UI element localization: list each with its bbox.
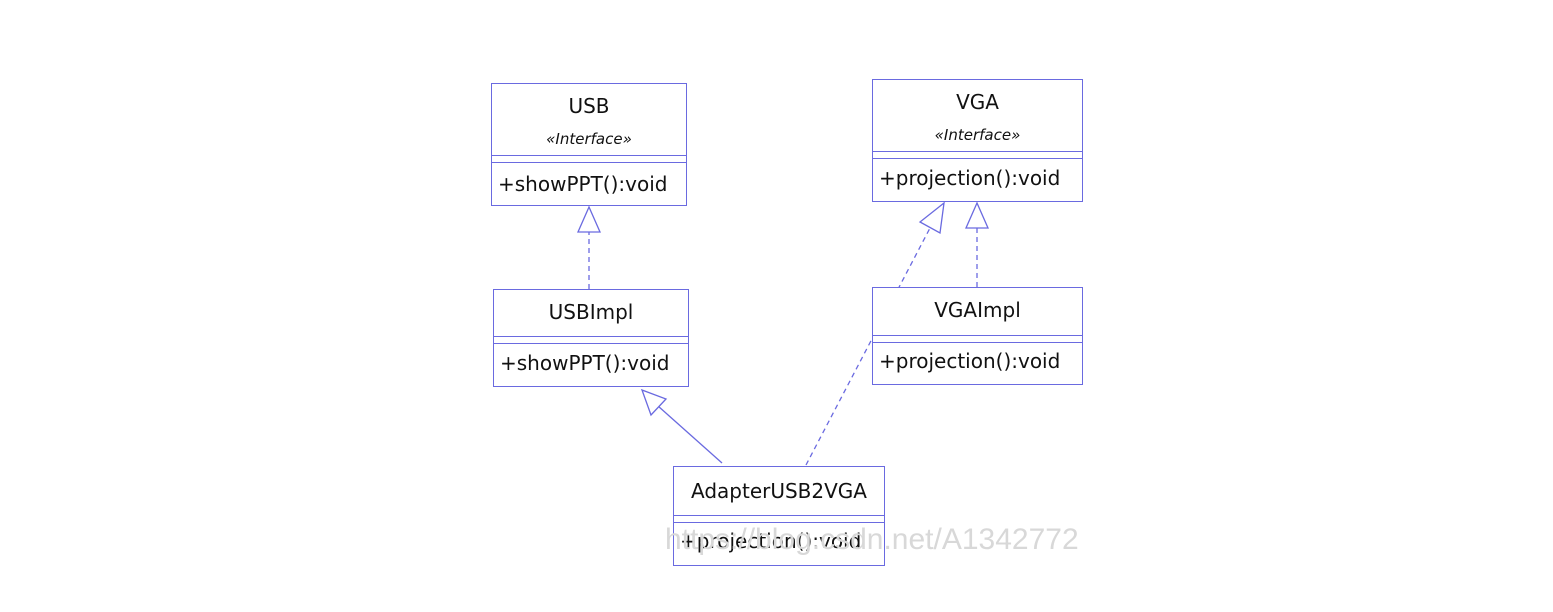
class-usbimpl-operation: +showPPT():void	[500, 351, 670, 375]
class-usb: USB «Interface» +showPPT():void	[491, 83, 687, 206]
class-vga-stereotype: «Interface»	[934, 126, 1021, 144]
class-usbimpl-name: USBImpl	[548, 300, 634, 324]
class-vgaimpl-operation: +projection():void	[879, 349, 1061, 373]
adapter-to-vga-arrowhead	[918, 201, 945, 235]
class-adapter-name: AdapterUSB2VGA	[691, 479, 867, 503]
usbimpl-to-usb-arrowhead	[577, 205, 601, 233]
adapter-to-usbimpl-arrowhead	[640, 388, 668, 417]
class-usb-operation: +showPPT():void	[498, 172, 668, 196]
vgaimpl-to-vga-arrowhead	[965, 201, 989, 229]
class-adapter-operation: +projection():void	[680, 529, 862, 553]
watermark-text: https://blog.csdn.net/A1342772	[665, 523, 1079, 556]
class-usbimpl: USBImpl +showPPT():void	[493, 289, 689, 387]
class-usb-divider-2	[492, 162, 686, 163]
class-adapter-divider-1	[674, 515, 884, 516]
class-usbimpl-divider-1	[494, 336, 688, 337]
class-usbimpl-divider-2	[494, 343, 688, 344]
class-vgaimpl-divider-2	[873, 342, 1082, 343]
class-usb-name: USB	[568, 94, 610, 118]
class-vga-operation: +projection():void	[879, 166, 1061, 190]
class-vgaimpl-name: VGAImpl	[934, 298, 1021, 322]
adapter-to-usbimpl-line	[657, 405, 723, 464]
class-vgaimpl-divider-1	[873, 335, 1082, 336]
class-adapter: AdapterUSB2VGA +projection():void	[673, 466, 885, 566]
class-vga: VGA «Interface» +projection():void	[872, 79, 1083, 202]
class-usb-divider-1	[492, 155, 686, 156]
class-vga-name: VGA	[956, 90, 999, 114]
class-vga-divider-2	[873, 158, 1082, 159]
class-adapter-divider-2	[674, 522, 884, 523]
class-vgaimpl: VGAImpl +projection():void	[872, 287, 1083, 385]
class-usb-stereotype: «Interface»	[546, 130, 632, 148]
class-vga-divider-1	[873, 151, 1082, 152]
